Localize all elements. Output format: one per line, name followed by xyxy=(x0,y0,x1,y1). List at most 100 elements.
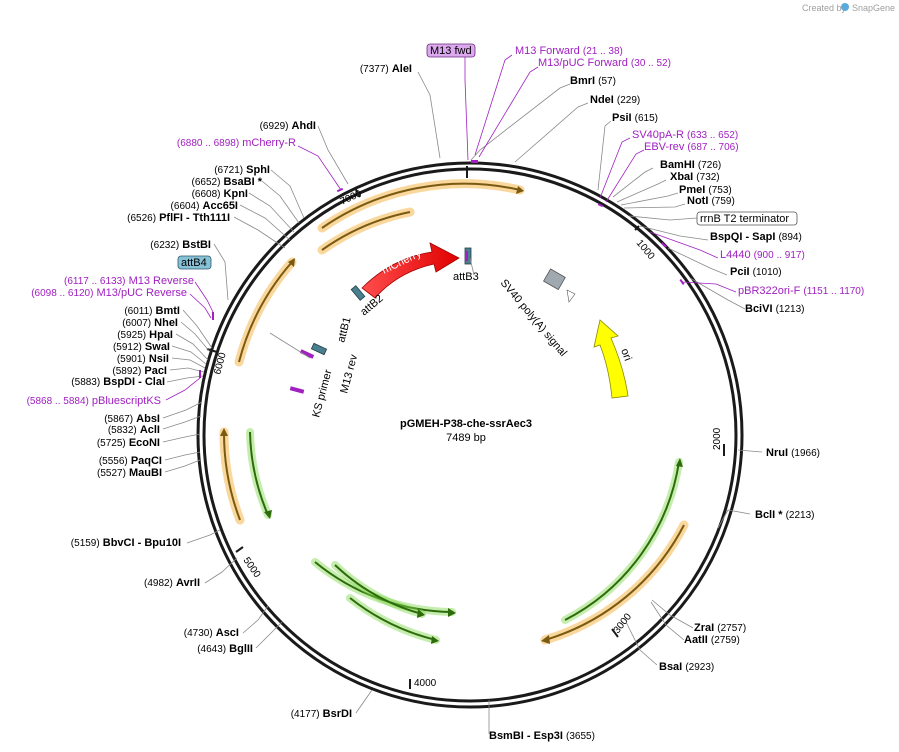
backbone-inner xyxy=(202,167,738,703)
site-position: (5901) xyxy=(117,354,146,365)
site-nsii: (5901) NsiI xyxy=(117,353,169,365)
site-position: (759) xyxy=(711,196,734,207)
rrnb-box xyxy=(696,211,798,226)
site-paqci: (5556) PaqCI xyxy=(99,455,162,467)
primer-position: (30 .. 52) xyxy=(631,58,671,69)
site-name: AvrII xyxy=(176,577,200,589)
primer-position: (6098 .. 6120) xyxy=(31,288,93,299)
site-name: KpnI xyxy=(224,188,248,200)
site-name: BsrDI xyxy=(323,708,352,720)
site-bstbi: (6232) BstBI xyxy=(150,239,211,251)
site-bmri: BmrI (57) xyxy=(570,75,616,87)
site-position: (4982) xyxy=(144,578,173,589)
site-position: (6232) xyxy=(150,240,179,251)
primer-l4440: L4440 (900 .. 917) xyxy=(720,249,805,261)
site-position: (6007) xyxy=(122,318,151,329)
primer-position: (633 .. 652) xyxy=(687,130,738,141)
primer-name: pBR322ori-F xyxy=(738,285,801,297)
site-name: BsmBI - Esp3I xyxy=(489,730,563,742)
site-name: BmrI xyxy=(570,75,595,87)
primer-m13-forward: M13 Forward (21 .. 38) xyxy=(515,45,623,57)
sv40-polya-feature: SV40 poly(A) signal xyxy=(498,268,576,359)
site-name: AatII xyxy=(684,634,708,646)
site-bamhi: BamHI (726) xyxy=(660,159,721,171)
primer-position: (21 .. 38) xyxy=(583,46,623,57)
attb3-label: attB3 xyxy=(453,271,479,283)
site-position: (4730) xyxy=(184,628,213,639)
site-position: (3655) xyxy=(566,731,595,742)
site-bsabi: (6652) BsaBI * xyxy=(192,176,263,188)
site-name: XbaI xyxy=(670,171,693,183)
site-position: (6011) xyxy=(124,306,152,317)
site-acc65i: (6604) Acc65I xyxy=(171,200,238,212)
site-position: (4643) xyxy=(197,644,226,655)
site-position: (5925) xyxy=(117,330,146,341)
site-position: (615) xyxy=(635,113,658,124)
site-noti: NotI (759) xyxy=(687,195,735,207)
site-name: AclI xyxy=(140,424,160,436)
site-sphi: (6721) SphI xyxy=(214,164,270,176)
site-position: (2759) xyxy=(711,635,740,646)
primer-name: EBV-rev xyxy=(644,141,685,153)
site-name: ZraI xyxy=(694,622,714,634)
site-name: BbvCI - Bpu10I xyxy=(103,537,181,549)
site-position: (894) xyxy=(778,232,801,243)
site-swai: (5912) SwaI xyxy=(113,341,170,353)
site-name: NotI xyxy=(687,195,708,207)
site-position: (1010) xyxy=(753,267,782,278)
site-bspqi-sapi: BspQI - SapI (894) xyxy=(710,231,802,243)
attb4-label: attB4 xyxy=(181,257,207,269)
primer-position: (1151 .. 1170) xyxy=(803,286,864,297)
site-bbvci-bpu10i: (5159) BbvCI - Bpu10I xyxy=(71,537,181,549)
primer-pbr322ori-f: pBR322ori-F (1151 .. 1170) xyxy=(738,285,864,297)
ori-feature: ori xyxy=(593,319,634,399)
site-position: (5867) xyxy=(104,414,133,425)
site-position: (753) xyxy=(708,185,731,196)
site-pflfi-tth111i: (6526) PflFI - Tth111I xyxy=(127,212,230,224)
site-name: Acc65I xyxy=(203,200,238,212)
site-absi: (5867) AbsI xyxy=(104,413,160,425)
site-bsmbi-esp3i: BsmBI - Esp3I (3655) xyxy=(489,730,595,742)
site-bglii: (4643) BglII xyxy=(197,643,253,655)
site-position: (6608) xyxy=(192,189,221,200)
site-acli: (5832) AclI xyxy=(108,424,160,436)
attb1-label: attB1 xyxy=(335,316,353,344)
plasmid-name: pGMEH-P38-che-ssrAec3 xyxy=(400,418,532,430)
site-name: SphI xyxy=(246,164,270,176)
site-position: (1966) xyxy=(791,448,820,459)
site-position: (5892) xyxy=(112,366,141,377)
mcherry-feature: mCherry xyxy=(361,242,460,299)
site-position: (732) xyxy=(696,172,719,183)
site-name: AhdI xyxy=(292,120,316,132)
tick-2000: 2000 xyxy=(712,427,723,450)
primer-name: L4440 xyxy=(720,249,751,261)
plasmid-size: 7489 bp xyxy=(446,432,486,444)
site-position: (7377) xyxy=(360,64,389,75)
site-nrui: NruI (1966) xyxy=(766,447,820,459)
site-position: (5832) xyxy=(108,425,137,436)
primer-m13-reverse: (6117 .. 6133) M13 Reverse xyxy=(64,275,194,287)
primer-name: mCherry-R xyxy=(242,137,296,149)
primer-name: M13/pUC Forward xyxy=(538,57,628,69)
primer-leader-lines xyxy=(165,54,737,401)
primer-name: pBluescriptKS xyxy=(92,395,161,407)
primer-mcherry-r: (6880 .. 6898) mCherry-R xyxy=(177,137,296,149)
primer-pbluescriptks: (5868 .. 5884) pBluescriptKS xyxy=(27,395,161,407)
site-name: BciVI xyxy=(745,303,773,315)
site-name: BglII xyxy=(229,643,253,655)
site-ahdi: (6929) AhdI xyxy=(260,120,316,132)
ks-primer-label: KS primer xyxy=(310,368,334,419)
site-name: MauBI xyxy=(129,467,162,479)
primer-name: M13 Forward xyxy=(515,45,580,57)
site-position: (6929) xyxy=(260,121,289,132)
primer-m13-puc-reverse: (6098 .. 6120) M13/pUC Reverse xyxy=(31,287,187,299)
site-name: PflFI - Tth111I xyxy=(159,212,230,224)
site-name: PsiI xyxy=(612,112,632,124)
site-name: BsaI xyxy=(659,661,682,673)
site-paci: (5892) PacI xyxy=(112,365,167,377)
site-asci: (4730) AscI xyxy=(184,627,239,639)
site-pmei: PmeI (753) xyxy=(679,184,732,196)
site-position: (1213) xyxy=(776,304,805,315)
site-position: (6604) xyxy=(171,201,200,212)
primer-position: (6117 .. 6133) xyxy=(64,276,126,287)
